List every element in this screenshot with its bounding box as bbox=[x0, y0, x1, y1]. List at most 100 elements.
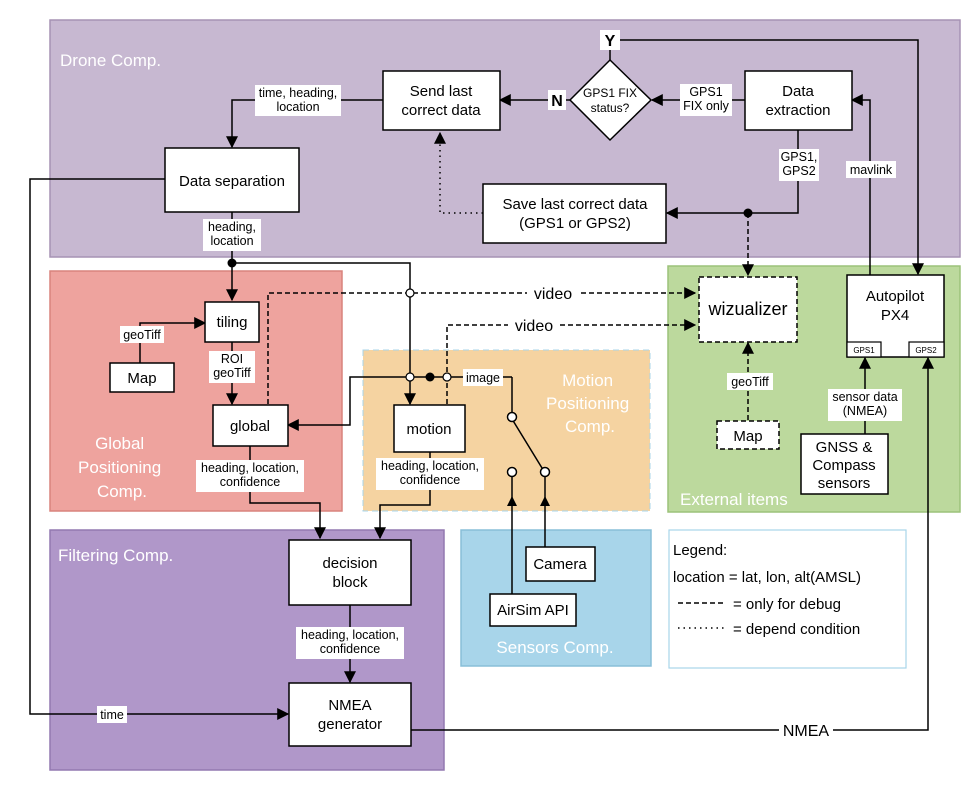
time-heading-location-label: time, heading, bbox=[259, 86, 338, 100]
send-last-text: correct data bbox=[401, 102, 481, 119]
svg-text:GPS1,GPS2: GPS1,GPS2 bbox=[781, 150, 818, 178]
motion-comp-title-line: Comp. bbox=[565, 417, 615, 436]
global-comp-title-line: Positioning bbox=[78, 458, 161, 477]
airsim-api-text: AirSim API bbox=[497, 602, 569, 619]
gps2-port-text: GPS2 bbox=[915, 346, 937, 355]
nmea-to-gps2-arrow bbox=[411, 356, 934, 731]
svg-text:heading, location,confidence: heading, location,confidence bbox=[381, 459, 479, 487]
global-output-label: heading, location, bbox=[201, 461, 299, 475]
line-hop bbox=[405, 288, 415, 298]
nmea-generator-block: NMEA generator bbox=[288, 682, 412, 747]
sensor-data-label: (NMEA) bbox=[843, 404, 887, 418]
legend: Legend: location = lat, lon, alt(AMSL) =… bbox=[668, 529, 907, 669]
svg-text:heading,location: heading,location bbox=[208, 220, 256, 248]
video-label-motion: video bbox=[515, 318, 553, 335]
line-hop bbox=[442, 372, 452, 382]
yes-label: Y bbox=[605, 33, 616, 50]
gnss-text: Compass bbox=[812, 457, 875, 474]
airsim-arrowhead bbox=[507, 496, 517, 506]
drone-comp-title: Drone Comp. bbox=[60, 51, 161, 70]
image-switch-blade bbox=[511, 418, 543, 469]
svg-text:Save last correct data(GPS1 or: Save last correct data(GPS1 or GPS2) bbox=[502, 196, 648, 232]
data-extraction-text: extraction bbox=[765, 102, 830, 119]
camera-arrowhead bbox=[540, 496, 550, 506]
send-last-block: Send last correct data bbox=[382, 70, 501, 131]
autopilot-text: Autopilot bbox=[866, 288, 925, 305]
time-heading-location-label: location bbox=[276, 100, 319, 114]
line-hop bbox=[405, 372, 415, 382]
motion-comp-title-line: Positioning bbox=[546, 394, 629, 413]
gps1-port bbox=[846, 341, 882, 358]
image-label: image bbox=[466, 371, 500, 385]
legend-debug-text: = only for debug bbox=[733, 596, 841, 613]
global-output-label: confidence bbox=[220, 475, 281, 489]
nmea-generator-text: generator bbox=[318, 716, 382, 733]
gps-fix-text: status? bbox=[591, 101, 630, 115]
svg-text:Global Positioning: Global Positioning Comp. bbox=[78, 434, 166, 501]
nmea-generator-text: NMEA bbox=[328, 697, 371, 714]
svg-text:heading, location,confidence: heading, location,confidence bbox=[301, 628, 399, 656]
gnss-text: GNSS & bbox=[816, 439, 873, 456]
save-last-block: Save last correct data(GPS1 or GPS2) bbox=[482, 183, 667, 244]
camera-text: Camera bbox=[533, 556, 587, 573]
switch-contact-airsim bbox=[506, 466, 518, 478]
data-separation-block: Data separation bbox=[164, 147, 300, 213]
legend-title: Legend: bbox=[673, 542, 727, 559]
mavlink-arrow bbox=[850, 94, 871, 275]
gps12-label: GPS2 bbox=[782, 164, 815, 178]
gps12-label: GPS1, bbox=[781, 150, 818, 164]
motion-comp-title-line: Motion bbox=[562, 371, 613, 390]
geotiff-external-label: geoTiff bbox=[731, 375, 769, 389]
geotiff-tiling-label: geoTiff bbox=[123, 328, 161, 342]
wizualizer-block: wizualizer bbox=[698, 276, 798, 343]
gps-fix-text: GPS1 FIX bbox=[583, 86, 637, 100]
no-label: N bbox=[551, 93, 563, 110]
svg-text:Motion Positioning: Motion Positioning Comp. bbox=[546, 371, 634, 436]
camera-block: Camera bbox=[525, 546, 596, 582]
sensor-data-label: sensor data bbox=[832, 390, 897, 404]
gps1-port-text: GPS1 bbox=[853, 346, 875, 355]
tiling-block: tiling bbox=[204, 301, 260, 343]
global-comp-title-line: Global bbox=[95, 434, 144, 453]
sensors-comp-title: Sensors Comp. bbox=[496, 638, 613, 657]
global-text: global bbox=[230, 418, 270, 435]
roi-geotiff-label: ROI bbox=[221, 352, 243, 366]
decision-output-label: confidence bbox=[320, 642, 381, 656]
external-items-title: External items bbox=[680, 490, 788, 509]
mavlink-label: mavlink bbox=[850, 163, 893, 177]
map-global-block: Map bbox=[109, 362, 175, 393]
map-external-block: Map bbox=[716, 420, 780, 450]
motion-text: motion bbox=[406, 421, 451, 438]
send-last-text: Send last bbox=[410, 83, 473, 100]
filtering-comp-title: Filtering Comp. bbox=[58, 546, 173, 565]
gps2-port bbox=[908, 341, 945, 358]
nmea-output-label: NMEA bbox=[783, 723, 830, 740]
data-separation-text: Data separation bbox=[179, 173, 285, 190]
decision-output-label: heading, location, bbox=[301, 628, 399, 642]
global-comp-title-line: Comp. bbox=[97, 482, 147, 501]
heading-location-label: heading, bbox=[208, 220, 256, 234]
map-to-tiling-arrow bbox=[139, 317, 207, 363]
legend-depend-text: = depend condition bbox=[733, 621, 860, 638]
decision-text: block bbox=[332, 574, 368, 591]
tiling-text: tiling bbox=[217, 314, 248, 331]
time-arrow bbox=[29, 178, 290, 720]
video-label-global: video bbox=[534, 286, 572, 303]
save-last-text: Save last correct data bbox=[502, 196, 648, 213]
motion-block: motion bbox=[393, 404, 466, 453]
global-block: global bbox=[212, 404, 289, 447]
motion-output-label: confidence bbox=[400, 473, 461, 487]
separation-junction bbox=[227, 258, 237, 268]
